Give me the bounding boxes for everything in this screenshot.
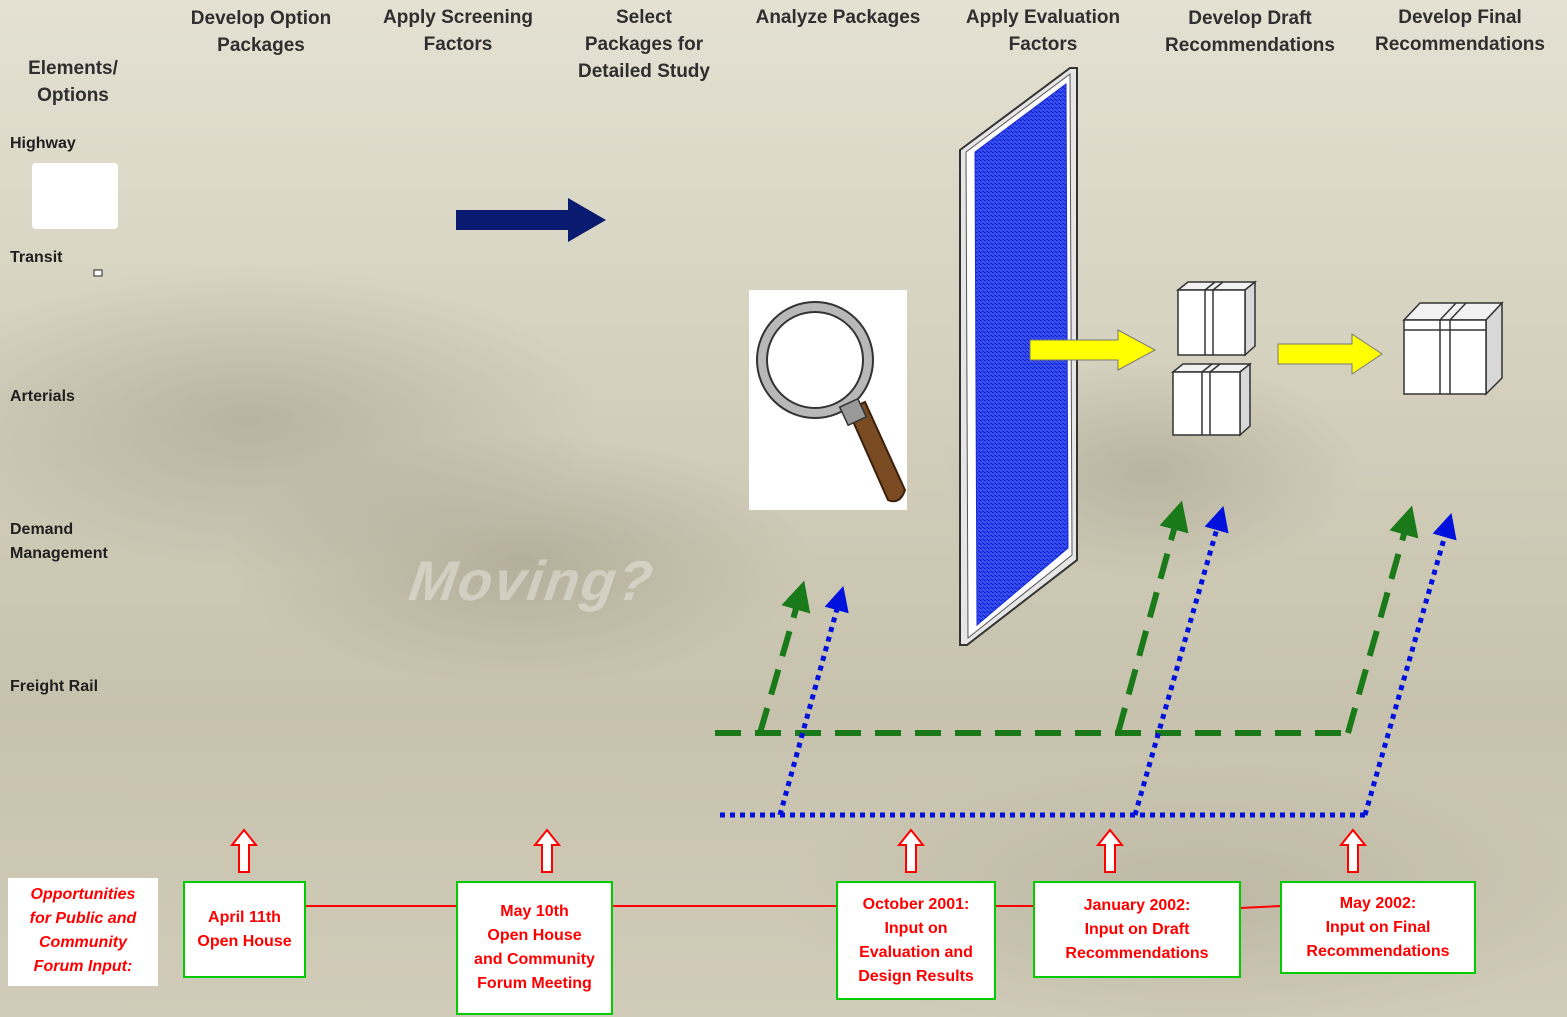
- milestone-line: Evaluation and: [859, 943, 973, 961]
- magnifier-icon: [749, 290, 907, 510]
- header-line: Apply Evaluation: [965, 7, 1121, 28]
- row-label-line: Demand: [10, 521, 74, 538]
- up-arrow-icon: [1095, 828, 1125, 873]
- header-line: Recommendations: [1375, 34, 1545, 55]
- milestone-line: April 11th: [208, 908, 281, 926]
- header-line: Packages for: [584, 34, 704, 55]
- header-apply-evaluation-factors: Apply Evaluation Factors: [950, 4, 1136, 58]
- green-dashed-input-line: [715, 500, 1419, 736]
- blue-dotted-input-line: [720, 505, 1457, 818]
- opportunities-label: Opportunities for Public and Community F…: [8, 878, 158, 986]
- red-timeline: [305, 905, 1282, 909]
- header-line: Recommendations: [1165, 35, 1335, 56]
- milestone-line: Design Results: [858, 967, 974, 985]
- header-line: Factors: [423, 34, 493, 55]
- milestone-january-2002: January 2002: Input on Draft Recommendat…: [1033, 881, 1241, 978]
- header-line: Options: [37, 85, 109, 106]
- yellow-arrow-to-draft: [1029, 329, 1157, 371]
- up-arrow-icon: [896, 828, 926, 873]
- milestone-october-2001: October 2001: Input on Evaluation and De…: [836, 881, 996, 1000]
- milestone-may-2002: May 2002: Input on Final Recommendations: [1280, 881, 1476, 974]
- filter-screen-icon: [959, 67, 1078, 646]
- up-arrow-icon: [532, 828, 562, 873]
- header-line: Factors: [1008, 34, 1078, 55]
- header-apply-screening-factors: Apply Screening Factors: [368, 4, 548, 58]
- milestone-april-open-house: April 11th Open House: [183, 881, 306, 978]
- milestone-line: October 2001:: [862, 895, 970, 913]
- row-label-highway: Highway: [10, 135, 76, 152]
- header-analyze-packages: Analyze Packages: [740, 4, 936, 31]
- milestone-line: January 2002:: [1083, 896, 1191, 914]
- milestone-line: Open House: [197, 932, 292, 950]
- milestone-line: Recommendations: [1065, 944, 1209, 962]
- package-box-icon: [1170, 362, 1253, 437]
- package-box-icon: [1402, 301, 1504, 396]
- milestone-line: Input on: [884, 919, 948, 937]
- row-label-arterials: Arterials: [10, 388, 75, 405]
- up-arrow-icon: [229, 828, 259, 873]
- milestone-line: May 2002:: [1339, 894, 1417, 912]
- milestone-line: Open House: [487, 927, 582, 944]
- header-line: Detailed Study: [578, 61, 710, 82]
- opportunities-line: Opportunities: [30, 886, 136, 903]
- milestone-line: Forum Meeting: [477, 975, 592, 992]
- header-line: Elements/: [28, 58, 118, 79]
- milestone-line: May 10th: [500, 903, 569, 920]
- header-line: Analyze Packages: [755, 7, 921, 28]
- opportunities-line: Community: [39, 934, 127, 951]
- milestone-line: Input on Draft: [1084, 920, 1190, 938]
- transit-icon: [93, 269, 103, 277]
- milestone-may-open-house: May 10th Open House and Community Forum …: [456, 881, 613, 1015]
- yellow-arrow-to-final: [1277, 333, 1383, 375]
- row-label-freight-rail: Freight Rail: [10, 678, 99, 695]
- header-develop-draft: Develop Draft Recommendations: [1150, 5, 1350, 59]
- row-label-demand-management: Demand Management: [10, 518, 108, 566]
- row-label-line: Management: [10, 545, 108, 562]
- header-line: Develop Draft: [1188, 8, 1312, 29]
- milestone-line: Input on Final: [1325, 918, 1431, 936]
- header-line: Select: [616, 7, 672, 28]
- milestone-line: and Community: [474, 951, 595, 968]
- header-elements-options: Elements/ Options: [10, 55, 136, 109]
- highway-option-shape: [32, 163, 118, 229]
- header-develop-option-packages: Develop Option Packages: [176, 5, 346, 59]
- package-box-icon: [1175, 280, 1258, 357]
- header-line: Apply Screening: [383, 7, 533, 28]
- milestone-line: Recommendations: [1306, 942, 1450, 960]
- opportunities-line: for Public and: [29, 910, 137, 927]
- header-line: Develop Option: [190, 8, 332, 29]
- opportunities-line: Forum Input:: [33, 958, 133, 975]
- header-line: Packages: [217, 35, 305, 56]
- header-develop-final: Develop Final Recommendations: [1360, 4, 1560, 58]
- up-arrow-icon: [1338, 828, 1368, 873]
- row-label-transit: Transit: [10, 249, 63, 266]
- header-line: Develop Final: [1398, 7, 1522, 28]
- navy-right-arrow: [456, 198, 606, 242]
- header-select-packages: Select Packages for Detailed Study: [560, 4, 728, 85]
